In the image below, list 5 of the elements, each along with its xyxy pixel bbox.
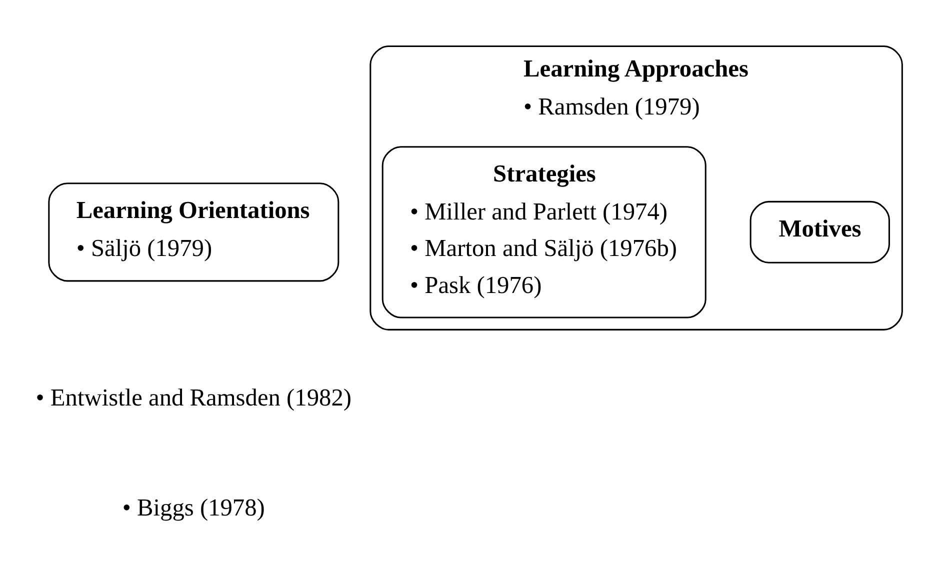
node-box: Motives <box>750 200 890 263</box>
label: • Entwistle and Ramsden (1982) <box>36 384 352 412</box>
node-box: Learning Orientations • Säljö (1979) <box>48 182 340 282</box>
node-box: Strategies • Miller and Parlett (1974) • Marton and Säljö (1976b) • Pask (1976) <box>382 146 706 318</box>
label: • Biggs (1978) <box>122 494 265 521</box>
